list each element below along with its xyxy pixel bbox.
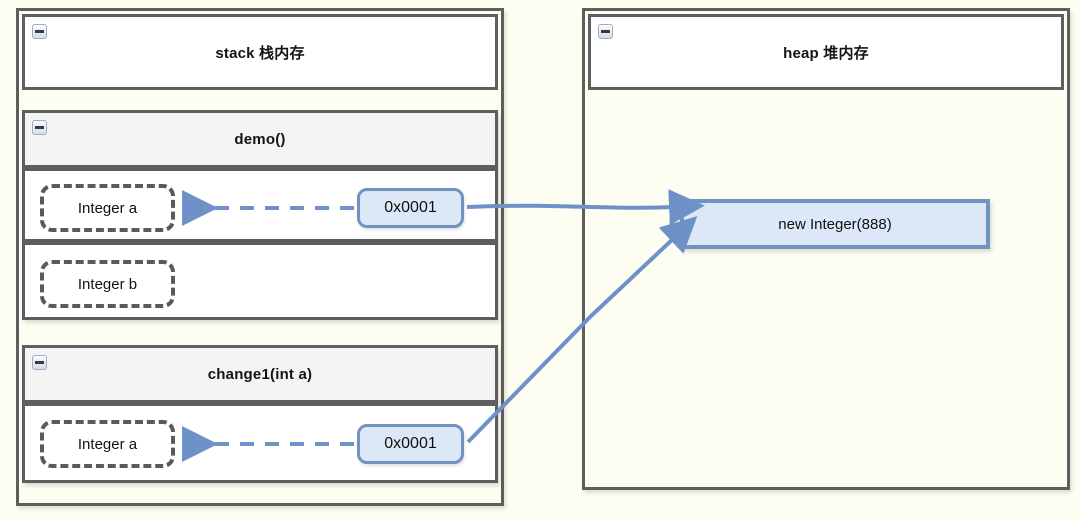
- value-chip-demo-a[interactable]: 0x0001: [357, 188, 464, 228]
- variable-label: Integer a: [77, 435, 138, 453]
- heap-object-label: new Integer(888): [778, 215, 892, 233]
- variable-slot-demo-integer-a[interactable]: Integer a: [40, 184, 175, 232]
- stack-frame-demo-header[interactable]: demo(): [22, 110, 498, 168]
- heap-object-new-integer[interactable]: new Integer(888): [680, 199, 990, 249]
- value-chip-change1-a[interactable]: 0x0001: [357, 424, 464, 464]
- stack-header[interactable]: stack 栈内存: [22, 14, 498, 90]
- minus-square-icon[interactable]: [598, 24, 613, 39]
- variable-slot-demo-integer-b[interactable]: Integer b: [40, 260, 175, 308]
- minus-square-icon[interactable]: [32, 120, 47, 135]
- stack-header-title: stack 栈内存: [215, 44, 305, 62]
- minus-square-icon[interactable]: [32, 355, 47, 370]
- value-chip-label: 0x0001: [384, 199, 437, 216]
- variable-label: Integer a: [77, 199, 138, 217]
- minus-square-icon[interactable]: [32, 24, 47, 39]
- heap-header[interactable]: heap 堆内存: [588, 14, 1064, 90]
- variable-label: Integer b: [77, 275, 138, 293]
- stack-frame-demo-title: demo(): [234, 130, 286, 148]
- stack-frame-change1-header[interactable]: change1(int a): [22, 345, 498, 403]
- variable-slot-change1-integer-a[interactable]: Integer a: [40, 420, 175, 468]
- stack-frame-change1-title: change1(int a): [207, 365, 313, 383]
- value-chip-label: 0x0001: [384, 435, 437, 452]
- heap-header-title: heap 堆内存: [783, 44, 869, 62]
